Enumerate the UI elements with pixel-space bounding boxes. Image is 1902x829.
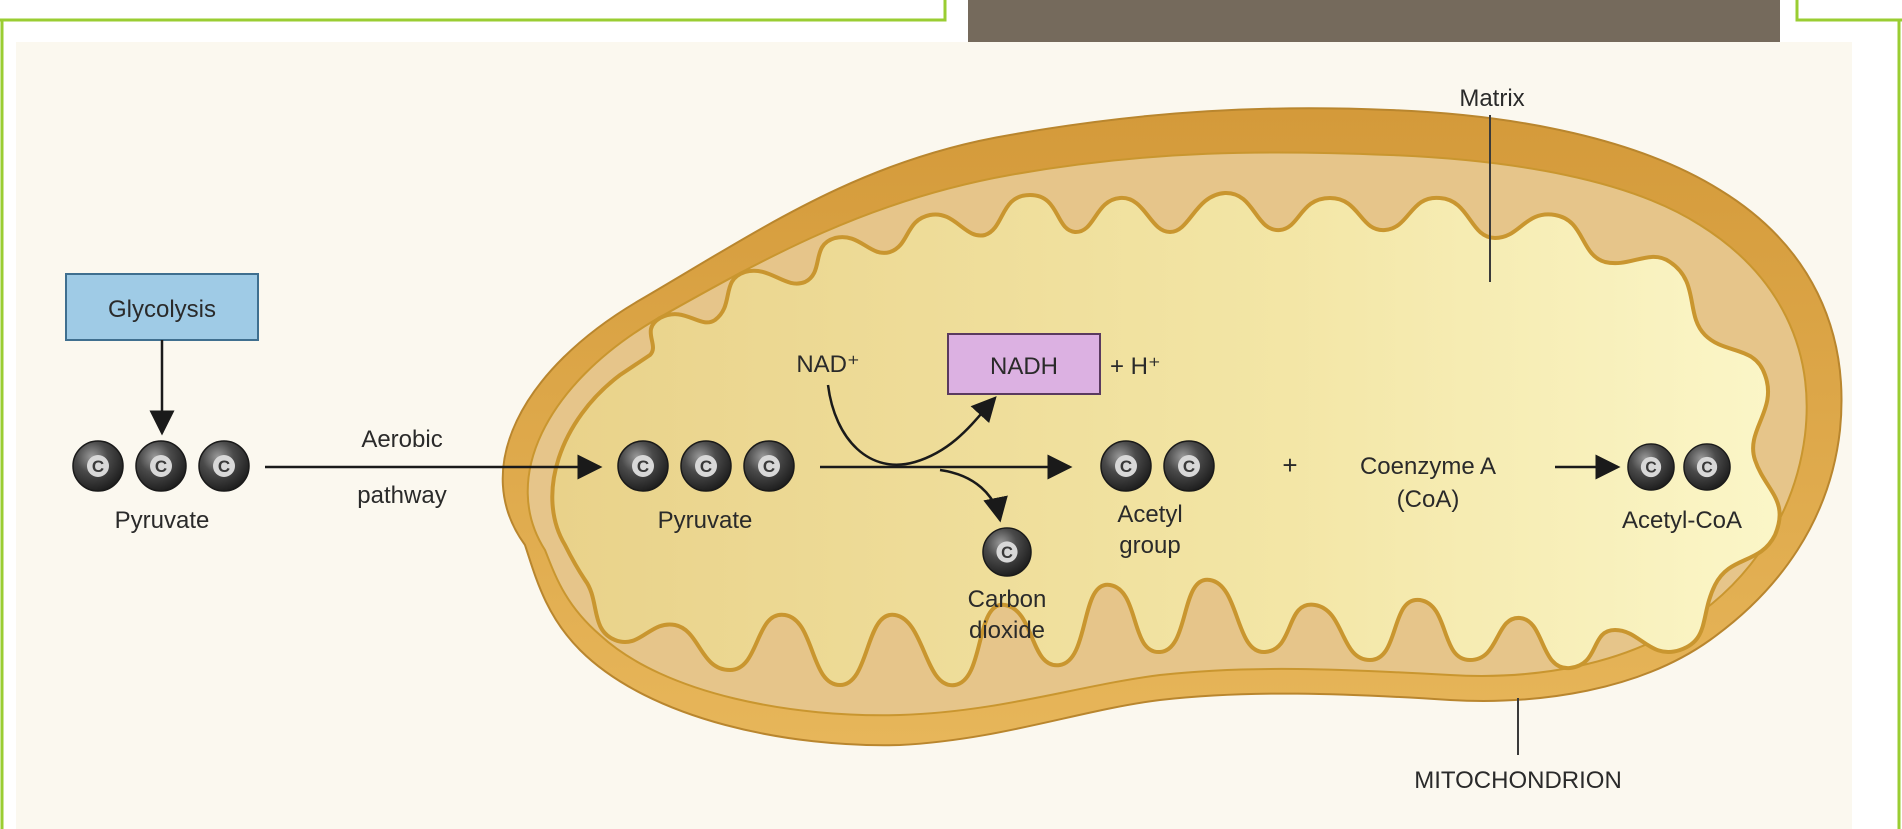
pathway-label: pathway xyxy=(357,482,446,509)
h-plus-label: + H⁺ xyxy=(1110,353,1161,380)
aerobic-label: Aerobic xyxy=(361,426,442,453)
nadh-label: NADH xyxy=(990,353,1058,380)
carbon-atom-icon xyxy=(1628,444,1674,490)
carbon-atom-icon xyxy=(983,528,1031,576)
carbon-atom-icon xyxy=(1684,444,1730,490)
pyruvate-outside-label: Pyruvate xyxy=(115,507,210,534)
carbon-atom-icon xyxy=(1101,441,1151,491)
acetyl-group-label-1: Acetyl xyxy=(1117,501,1182,528)
coenzyme-label-1: Coenzyme A xyxy=(1360,453,1496,480)
plus-sign: + xyxy=(1282,450,1297,480)
carbon-atom-icon xyxy=(681,441,731,491)
pyruvate-inside-label: Pyruvate xyxy=(658,507,753,534)
carbon-dioxide-label-2: dioxide xyxy=(969,617,1045,644)
acetyl-coa-label: Acetyl-CoA xyxy=(1622,507,1742,534)
nad-label: NAD⁺ xyxy=(796,351,859,378)
glycolysis-label: Glycolysis xyxy=(108,296,216,323)
carbon-atom-icon xyxy=(136,441,186,491)
carbon-atom-icon xyxy=(73,441,123,491)
carbon-atom-icon xyxy=(1164,441,1214,491)
matrix-label: Matrix xyxy=(1459,85,1524,112)
carbon-atom-icon xyxy=(618,441,668,491)
carbon-dioxide-label-1: Carbon xyxy=(968,586,1047,613)
acetyl-group-label-2: group xyxy=(1119,532,1180,559)
carbon-atom-icon xyxy=(199,441,249,491)
carbon-atom-icon xyxy=(744,441,794,491)
coenzyme-label-2: (CoA) xyxy=(1397,486,1460,513)
mitochondrion-label: MITOCHONDRION xyxy=(1414,767,1622,794)
header-bar xyxy=(968,0,1780,42)
